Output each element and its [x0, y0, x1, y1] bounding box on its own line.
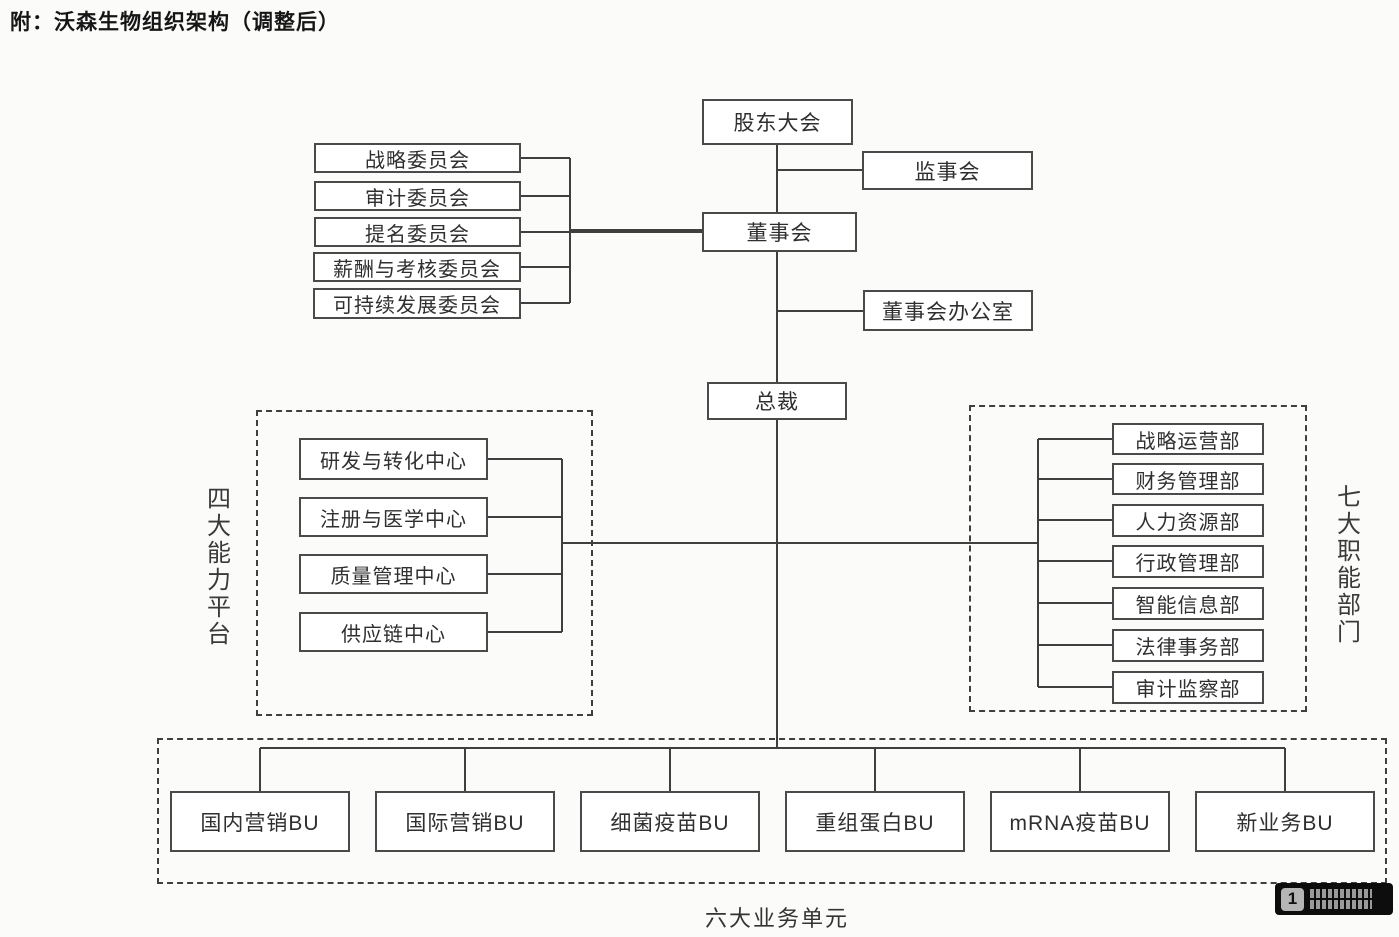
- node-administrative-management-dept: 行政管理部: [1112, 545, 1264, 578]
- node-bacterial-vaccine-bu: 细菌疫苗BU: [580, 791, 760, 852]
- node-financial-management-dept: 财务管理部: [1112, 463, 1264, 495]
- node-rd-transformation-center: 研发与转化中心: [299, 438, 488, 480]
- capability-platform-label: 四大能力平台: [207, 486, 231, 648]
- watermark-text-blocks: [1310, 889, 1372, 909]
- node-audit-committee: 审计委员会: [314, 181, 521, 211]
- node-supply-chain-center: 供应链中心: [299, 612, 488, 652]
- business-units-label: 六大业务单元: [704, 906, 849, 931]
- node-registration-medical-center: 注册与医学中心: [299, 497, 488, 537]
- node-quality-management-center: 质量管理中心: [299, 554, 488, 594]
- business-units-group: [157, 738, 1387, 884]
- node-audit-supervision-dept: 审计监察部: [1112, 671, 1264, 704]
- node-new-business-bu: 新业务BU: [1195, 791, 1375, 852]
- node-remuneration-appraisal-committee: 薪酬与考核委员会: [313, 252, 521, 282]
- node-strategic-operations-dept: 战略运营部: [1112, 423, 1264, 455]
- node-sustainable-development-committee: 可持续发展委员会: [313, 288, 521, 319]
- functional-departments-label: 七大职能部门: [1337, 484, 1361, 646]
- node-domestic-marketing-bu: 国内营销BU: [170, 791, 350, 852]
- node-shareholders-meeting: 股东大会: [702, 99, 853, 145]
- watermark-badge: 1: [1275, 883, 1393, 915]
- node-board-of-directors: 董事会: [702, 212, 857, 252]
- node-board-office: 董事会办公室: [863, 290, 1033, 331]
- node-legal-affairs-dept: 法律事务部: [1112, 629, 1264, 662]
- node-recombinant-protein-bu: 重组蛋白BU: [785, 791, 965, 852]
- functional-departments-group: [969, 405, 1307, 712]
- node-nomination-committee: 提名委员会: [314, 217, 521, 247]
- node-international-marketing-bu: 国际营销BU: [375, 791, 555, 852]
- watermark-one-icon: 1: [1281, 887, 1304, 911]
- node-human-resources-dept: 人力资源部: [1112, 504, 1264, 537]
- node-president: 总裁: [707, 382, 847, 420]
- node-strategy-committee: 战略委员会: [314, 143, 521, 173]
- node-intelligent-information-dept: 智能信息部: [1112, 587, 1264, 620]
- node-mrna-vaccine-bu: mRNA疫苗BU: [990, 791, 1170, 852]
- page-title: 附：沃森生物组织架构（调整后）: [10, 10, 340, 34]
- capability-platform-group: [256, 410, 593, 716]
- node-supervisory-board: 监事会: [862, 151, 1033, 190]
